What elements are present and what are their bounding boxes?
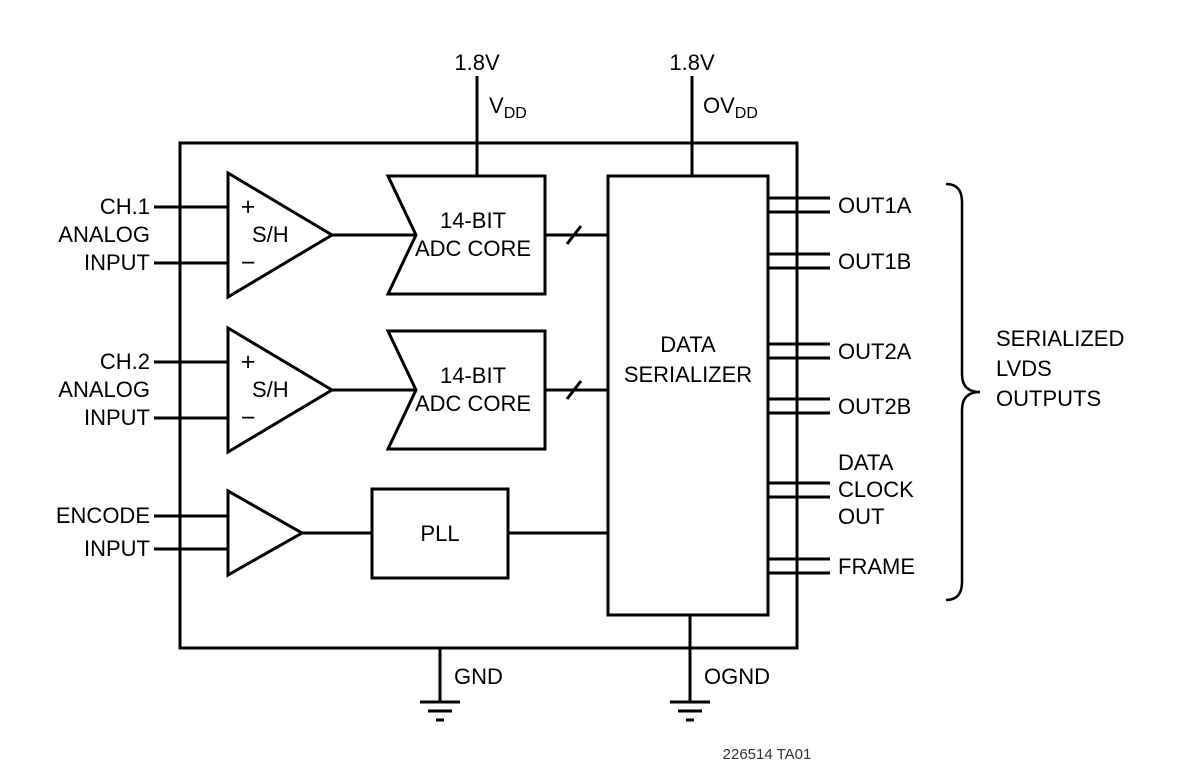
data-clock-label-line3: OUT — [838, 504, 884, 529]
adc-core1-block — [385, 174, 547, 296]
ovdd-pin-main: OV — [703, 93, 735, 118]
out1b-pair: OUT1B — [768, 249, 911, 274]
encode-label-line2: INPUT — [84, 536, 150, 561]
ognd-label: OGND — [704, 664, 770, 689]
ch1-label-line2: ANALOG — [58, 222, 150, 247]
outputs-brace — [945, 182, 981, 602]
sh-amp1-triangle — [226, 170, 335, 300]
pll-label: PLL — [420, 521, 459, 546]
vdd-pin-label: VDD — [489, 93, 527, 122]
data-clock-label-line2: CLOCK — [838, 477, 914, 502]
ch1-label-line1: CH.1 — [100, 194, 150, 219]
ch2-label-line1: CH.2 — [100, 349, 150, 374]
encode-buffer-triangle — [226, 488, 306, 578]
figure-caption: 226514 TA01 — [723, 746, 812, 763]
adc-core2-block — [385, 329, 547, 451]
pll-block — [370, 487, 510, 580]
out2b-pair: OUT2B — [768, 394, 911, 419]
ovdd-supply-voltage: 1.8V — [669, 50, 715, 75]
serializer-label-line1: DATA — [660, 332, 716, 357]
adc2-bus-slash — [565, 380, 583, 400]
ovdd-pin-subscript: DD — [735, 105, 758, 122]
frame-label: FRAME — [838, 554, 915, 579]
sh-amp2-plus-sign: + — [241, 348, 256, 376]
vdd-pin-main: V — [489, 93, 504, 118]
ch2-label-line2: ANALOG — [58, 377, 150, 402]
out1a-label: OUT1A — [838, 193, 912, 218]
ch2-label-line3: INPUT — [84, 405, 150, 430]
annotation-line2: LVDS — [996, 356, 1052, 381]
frame-pair: FRAME — [768, 554, 915, 579]
ch1-label-line3: INPUT — [84, 250, 150, 275]
adc1-bus-slash — [565, 225, 583, 245]
sh-amp1-label: S/H — [252, 222, 289, 247]
out2b-label: OUT2B — [838, 394, 911, 419]
vdd-supply-voltage: 1.8V — [454, 50, 500, 75]
data-clock-label-line1: DATA — [838, 450, 894, 475]
data-serializer-block — [606, 174, 770, 617]
sh-amp1-plus-sign: + — [241, 193, 256, 221]
adc-core2-line1: 14-BIT — [440, 363, 506, 388]
ognd-symbol — [670, 700, 710, 722]
out1a-pair: OUT1A — [768, 193, 912, 218]
out1b-label: OUT1B — [838, 249, 911, 274]
adc-core1-line2: ADC CORE — [415, 236, 531, 261]
annotation-line1: SERIALIZED — [996, 326, 1124, 351]
ovdd-pin-label: OVDD — [703, 93, 758, 122]
gnd-label: GND — [454, 664, 503, 689]
sh-amp2-triangle — [226, 325, 335, 455]
data-clock-out-pair: DATA CLOCK OUT — [768, 450, 914, 529]
serializer-label-line2: SERIALIZER — [624, 362, 752, 387]
sh-amp1-minus-sign: − — [241, 249, 256, 277]
adc-core1-line1: 14-BIT — [440, 208, 506, 233]
vdd-pin-subscript: DD — [504, 105, 527, 122]
annotation-line3: OUTPUTS — [996, 386, 1101, 411]
out2a-label: OUT2A — [838, 339, 912, 364]
adc-core2-line2: ADC CORE — [415, 391, 531, 416]
sh-amp2-minus-sign: − — [241, 404, 256, 432]
encode-label-line1: ENCODE — [56, 503, 150, 528]
gnd-symbol — [420, 700, 460, 722]
sh-amp2-label: S/H — [252, 377, 289, 402]
out2a-pair: OUT2A — [768, 339, 912, 364]
